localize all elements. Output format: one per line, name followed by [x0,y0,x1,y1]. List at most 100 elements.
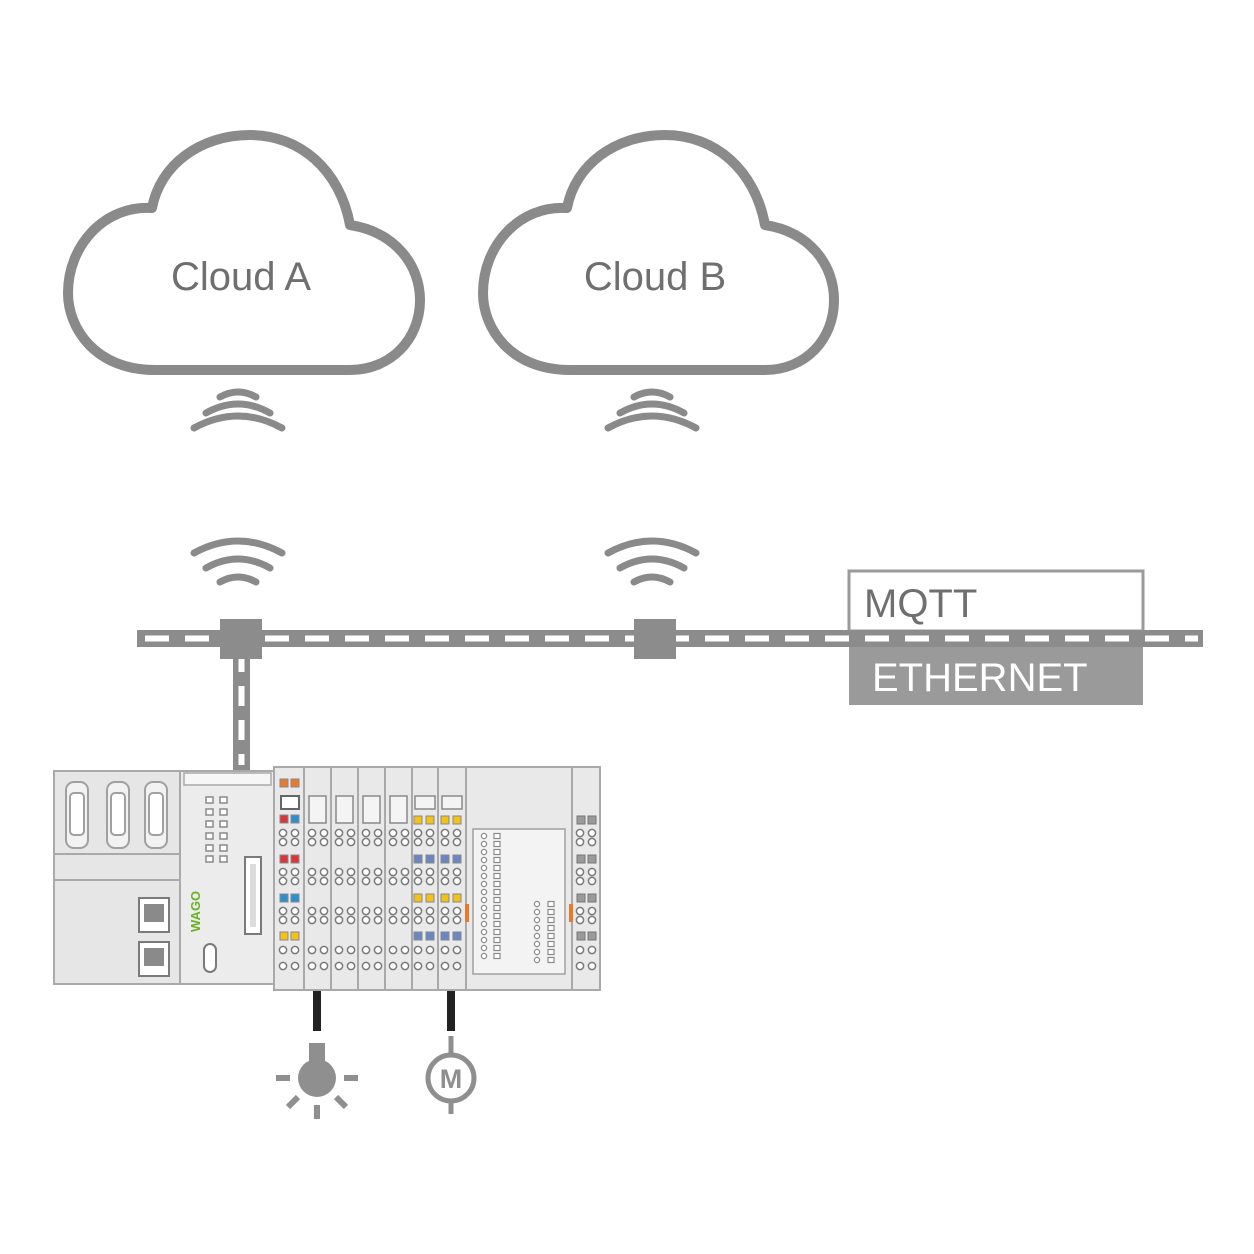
panel-led [547,956,555,964]
terminal-point [413,915,423,925]
panel-led [493,904,501,912]
panel-led [493,864,501,872]
lamp-wire [313,991,321,1031]
terminal-point [346,961,356,971]
panel-terminal [533,948,541,956]
terminal-point [400,906,410,916]
ethernet-box [849,646,1143,705]
terminal-point [400,876,410,886]
panel-led [493,920,501,928]
cloud-a: Cloud A [63,130,425,375]
terminal-point [278,945,288,955]
terminal-point [334,945,344,955]
terminal-point [425,915,435,925]
terminal-point [587,867,597,877]
terminal-point [307,828,317,838]
serial-port-icon [65,781,168,849]
panel-terminal [533,932,541,940]
motor-wire [447,991,455,1031]
terminal-point [425,906,435,916]
terminal-point [400,837,410,847]
terminal-point [319,945,329,955]
panel-terminal [533,940,541,948]
terminal-point [400,867,410,877]
terminal-point [346,915,356,925]
terminal-point [452,828,462,838]
panel-led [493,840,501,848]
terminal-point [307,837,317,847]
panel-terminal [480,928,488,936]
signal-down-cloud-b-icon [604,388,700,432]
terminal-point [400,961,410,971]
terminal-point [373,945,383,955]
terminal-point [290,945,300,955]
terminal-point [307,961,317,971]
terminal-point [388,906,398,916]
panel-led [493,880,501,888]
motor-label: M [440,1064,463,1094]
panel-terminal [533,916,541,924]
terminal-point [425,828,435,838]
panel-terminals [480,832,555,964]
terminal-point [452,915,462,925]
terminal-point [440,906,450,916]
motor-icon: M [425,1036,477,1114]
terminal-point [319,876,329,886]
terminal-point [400,828,410,838]
panel-led [493,848,501,856]
terminal-point [440,867,450,877]
terminal-point [373,915,383,925]
end-module-markers [576,815,597,941]
mqtt-box [847,569,1145,633]
terminal-point [413,961,423,971]
panel-led [493,936,501,944]
terminal-point [278,867,288,877]
panel-terminal [533,900,541,908]
terminal-point [440,915,450,925]
terminal-point [388,837,398,847]
panel-terminal [480,872,488,880]
terminal-point [307,915,317,925]
terminal-point [334,876,344,886]
terminal-point [413,828,423,838]
terminal-point [319,837,329,847]
module-color-markers [279,778,300,941]
terminal-point [400,915,410,925]
module-io-markers [413,815,573,941]
panel-led [547,932,555,940]
terminal-point [290,828,300,838]
panel-led [547,948,555,956]
terminal-point [400,945,410,955]
mode-switch [203,943,217,973]
terminal-point [587,837,597,847]
panel-terminal [480,832,488,840]
terminal-point [334,837,344,847]
terminal-point [452,961,462,971]
terminal-point [361,945,371,955]
terminal-point [361,915,371,925]
terminal-point [413,945,423,955]
panel-terminal [480,856,488,864]
terminal-point [575,961,585,971]
panel-terminal [480,880,488,888]
terminal-point [425,876,435,886]
terminal-point [346,945,356,955]
panel-terminal [480,896,488,904]
terminal-point [373,828,383,838]
terminal-point [346,867,356,877]
panel-terminal [480,936,488,944]
terminal-point [440,876,450,886]
ethernet-label: ETHERNET [872,656,1088,700]
terminal-point [278,876,288,886]
terminal-point [587,906,597,916]
panel-led [493,944,501,952]
terminal-point [307,867,317,877]
terminal-point [425,837,435,847]
panel-led [493,832,501,840]
panel-terminal [480,920,488,928]
terminal-point [440,837,450,847]
terminal-point [413,876,423,886]
panel-led [493,856,501,864]
terminal-point [587,961,597,971]
terminal-point [361,837,371,847]
